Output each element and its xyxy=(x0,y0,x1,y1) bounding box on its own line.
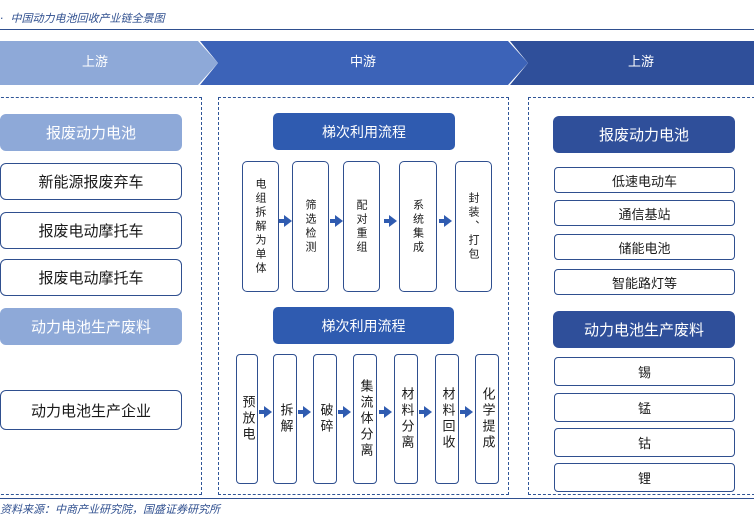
right-item-3: 储能电池 xyxy=(554,234,735,260)
title-marker: · xyxy=(0,12,11,25)
flow2-step-6: 材料回收 xyxy=(435,354,459,484)
right-header-production-waste: 动力电池生产废料 xyxy=(553,311,735,348)
left-header-production-waste: 动力电池生产废料 xyxy=(0,308,182,345)
flow2-step-7: 化学提成 xyxy=(475,354,499,484)
flow1-step-3: 配对重组 xyxy=(343,161,380,292)
flow2-step-1: 预放电 xyxy=(236,354,258,484)
flow1-arrow-2 xyxy=(330,215,343,227)
right-item-manganese: 锰 xyxy=(554,393,735,422)
flow2-arrow-2 xyxy=(298,406,311,418)
flow2-arrow-3 xyxy=(338,406,351,418)
right-header-scrap-battery: 报废动力电池 xyxy=(553,116,735,153)
left-header-scrap-battery: 报废动力电池 xyxy=(0,114,182,151)
flow2-arrow-5 xyxy=(419,406,432,418)
left-item-bottom: 动力电池生产企业 xyxy=(0,390,182,430)
left-item-2: 报废电动摩托车 xyxy=(0,212,182,249)
right-item-lithium: 锂 xyxy=(554,463,735,492)
title-rule xyxy=(0,29,754,30)
source-rule xyxy=(0,498,754,499)
source-note: 资料来源：中商产业研究院，国盛证券研究所 xyxy=(0,503,220,516)
stage-downstream-label: 上游 xyxy=(627,55,654,70)
right-item-cobalt: 钴 xyxy=(554,428,735,457)
flow2-arrow-6 xyxy=(460,406,473,418)
right-item-4: 智能路灯等 xyxy=(554,269,735,295)
right-item-1: 低速电动车 xyxy=(554,167,735,193)
downstream-arrow xyxy=(510,41,754,85)
upstream-arrow xyxy=(0,41,218,85)
right-item-tin: 锡 xyxy=(554,357,735,386)
stage-midstream-label: 中游 xyxy=(349,55,376,70)
flow1-title: 梯次利用流程 xyxy=(273,113,455,150)
flow2-title: 梯次利用流程 xyxy=(273,307,454,344)
flow2-arrow-1 xyxy=(259,406,272,418)
middle-panel xyxy=(218,97,509,495)
left-panel xyxy=(0,97,202,495)
right-panel xyxy=(528,97,754,495)
flow1-step-4: 系统集成 xyxy=(399,161,437,292)
stage-upstream-label: 上游 xyxy=(81,55,108,70)
flow2-step-3: 破碎 xyxy=(313,354,337,484)
left-item-1: 新能源报废弃车 xyxy=(0,163,182,200)
right-item-2: 通信基站 xyxy=(554,200,735,226)
flow1-arrow-4 xyxy=(439,215,452,227)
flow1-step-2: 筛选检测 xyxy=(292,161,329,292)
flow2-arrow-4 xyxy=(379,406,392,418)
left-item-3: 报废电动摩托车 xyxy=(0,259,182,296)
flow1-step-5: 封装、打包 xyxy=(455,161,492,292)
figure-title: · 中国动力电池回收产业链全景图 xyxy=(0,12,165,25)
flow1-arrow-1 xyxy=(279,215,292,227)
flow2-step-2: 拆解 xyxy=(273,354,297,484)
flow1-step-1: 电组拆解为单体 xyxy=(242,161,279,292)
flow2-step-4: 集流体分离 xyxy=(353,354,377,484)
stage-arrows xyxy=(0,41,754,85)
flow1-arrow-3 xyxy=(384,215,397,227)
flow2-step-5: 材料分离 xyxy=(394,354,418,484)
midstream-arrow xyxy=(200,41,528,85)
